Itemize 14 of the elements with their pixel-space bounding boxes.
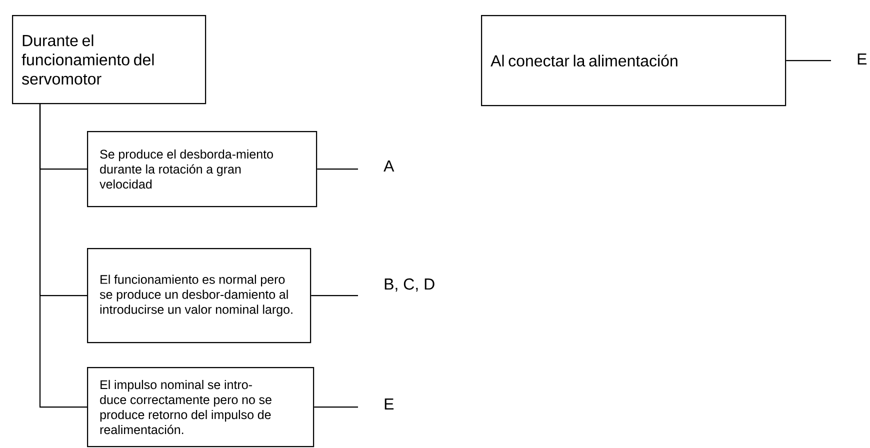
text-box: Durante el funcionamiento del servomotor	[12, 15, 206, 104]
result-label: A	[384, 160, 394, 172]
connector-line	[314, 406, 358, 408]
text-box: Al conectar la alimentación	[481, 15, 786, 106]
result-label: B, C, D	[384, 278, 434, 292]
text-box: El impulso nominal se intro-duce correctamente pero no se produce retorno del impulso de realimentación.	[87, 367, 314, 448]
text-box: El funcionamiento es normal pero se produce un desbor-damiento al introducirse un valor nominal largo.	[87, 248, 312, 344]
text-box: Se produce el desborda-miento durante la rotación a gran velocidad	[87, 131, 318, 208]
connector-line	[39, 104, 87, 408]
connector-line	[311, 295, 358, 296]
connector-line	[786, 60, 831, 62]
connector-line	[317, 168, 358, 170]
result-label: E	[384, 398, 394, 410]
result-label: E	[858, 54, 867, 64]
